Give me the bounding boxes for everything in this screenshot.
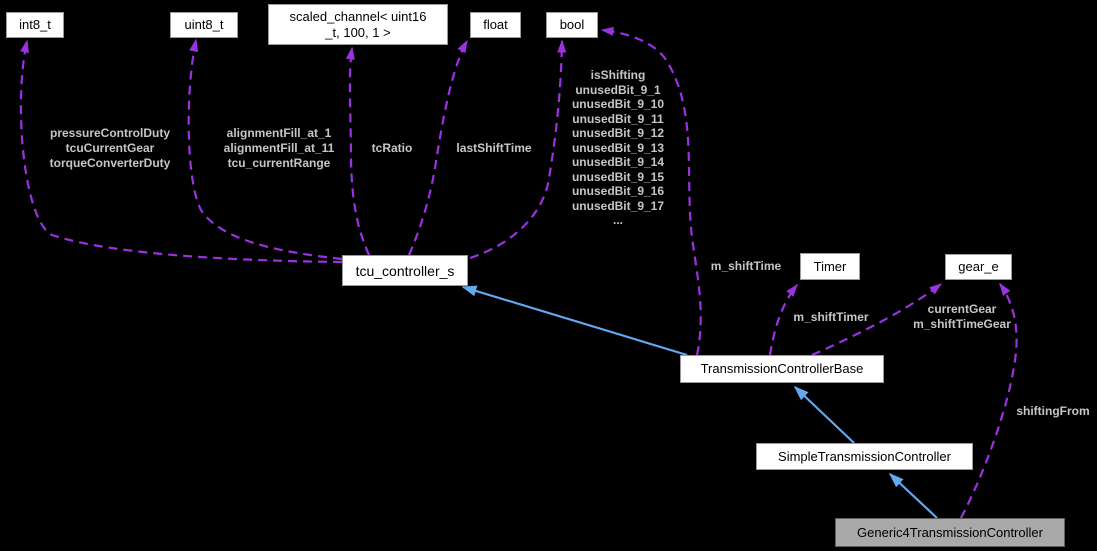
edge-label-int8-members: pressureControlDuty tcuCurrentGear torqu… bbox=[49, 126, 171, 170]
edge-generic4-inherits-simple bbox=[888, 472, 938, 519]
node-int8-t[interactable]: int8_t bbox=[6, 12, 64, 38]
edge-tcu-to-bool bbox=[469, 39, 567, 260]
edge-label-tcratio: tcRatio bbox=[371, 141, 413, 155]
node-generic4-transmission-controller: Generic4TransmissionController bbox=[835, 518, 1065, 547]
node-uint8-t[interactable]: uint8_t bbox=[170, 12, 238, 38]
edge-simple-inherits-tcb bbox=[793, 385, 855, 444]
edge-tcu-to-scaled-channel bbox=[345, 46, 371, 256]
edge-tcb-to-timer bbox=[768, 283, 798, 356]
edge-tcu-to-float bbox=[407, 39, 468, 256]
edge-label-shiftingfrom: shiftingFrom bbox=[1016, 404, 1090, 418]
edge-tcb-to-gear bbox=[811, 283, 943, 357]
node-tcu-controller-s[interactable]: tcu_controller_s bbox=[342, 255, 468, 286]
edge-label-uint8-members: alignmentFill_at_1 alignmentFill_at_11 t… bbox=[223, 126, 335, 170]
edge-tcb-inherits-tcu bbox=[461, 285, 688, 357]
node-simple-transmission-controller[interactable]: SimpleTransmissionController bbox=[756, 443, 973, 470]
edge-label-lastshifttime: lastShiftTime bbox=[456, 141, 532, 155]
node-transmission-controller-base[interactable]: TransmissionControllerBase bbox=[680, 355, 884, 383]
node-float[interactable]: float bbox=[470, 12, 521, 38]
edge-label-bool-members: isShifting unusedBit_9_1 unusedBit_9_10 … bbox=[571, 68, 665, 227]
node-scaled-channel[interactable]: scaled_channel< uint16 _t, 100, 1 > bbox=[268, 4, 448, 45]
edge-label-mshifttime: m_shiftTime bbox=[710, 259, 782, 273]
node-bool[interactable]: bool bbox=[546, 12, 598, 38]
node-timer[interactable]: Timer bbox=[800, 253, 860, 280]
edge-label-gear-members: currentGear m_shiftTimeGear bbox=[913, 302, 1011, 331]
edge-tcu-to-int8 bbox=[19, 39, 343, 264]
node-gear-e[interactable]: gear_e bbox=[945, 254, 1012, 280]
edge-label-mshifttimer: m_shiftTimer bbox=[793, 310, 869, 324]
edge-generic4-to-gear bbox=[960, 282, 1018, 519]
edge-tcb-to-bool bbox=[600, 26, 702, 356]
